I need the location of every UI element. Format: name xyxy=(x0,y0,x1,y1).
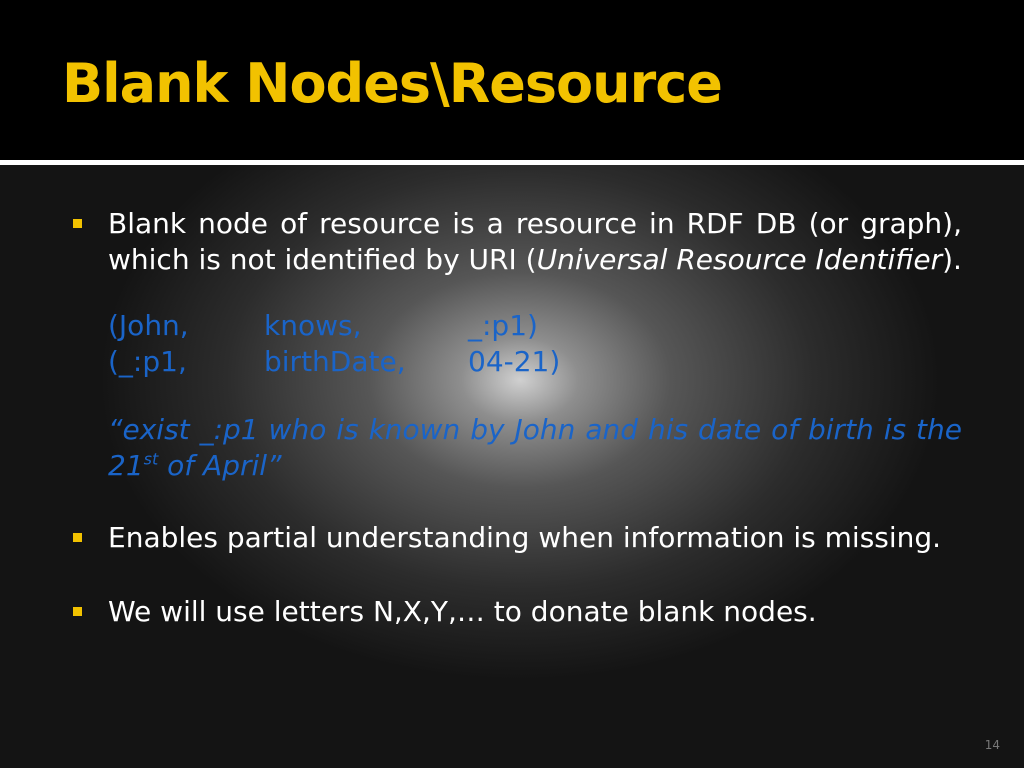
triple-subject: (John, xyxy=(108,309,189,342)
bullet-text: ). xyxy=(942,243,962,276)
triple-predicate: birthDate, xyxy=(264,345,406,378)
bullet-text: Blank node of resource is a resource in … xyxy=(108,207,962,276)
title-divider xyxy=(0,160,1024,165)
example-interpretation: “exist _:p1 who is known by John and his… xyxy=(70,412,962,484)
triple-subject: (_:p1, xyxy=(108,345,187,378)
page-number: 14 xyxy=(984,738,1000,752)
bullet-partial-understanding: Enables partial understanding when infor… xyxy=(70,520,962,556)
quote-superscript: st xyxy=(143,449,159,469)
bullet-letters-notation: We will use letters N,X,Y,… to donate bl… xyxy=(70,594,962,630)
slide-title: Blank Nodes\Resource xyxy=(62,52,723,115)
title-bar: Blank Nodes\Resource xyxy=(0,0,1024,160)
triple-row: (_:p1, birthDate, 04-21) xyxy=(108,344,962,380)
triple-examples: (John, knows, _:p1) (_:p1, birthDate, 04… xyxy=(70,308,962,380)
triple-predicate: knows, xyxy=(264,309,362,342)
triple-row: (John, knows, _:p1) xyxy=(108,308,962,344)
bullet-text-italic: Universal Resource Identifier xyxy=(536,243,943,276)
quote-text: “exist _:p1 who is known by John and his… xyxy=(108,413,962,482)
bullet-blank-node-definition: Blank node of resource is a resource in … xyxy=(70,206,962,278)
triple-object: 04-21) xyxy=(468,345,561,378)
slide-body: Blank node of resource is a resource in … xyxy=(70,206,962,630)
quote-text: of April” xyxy=(158,449,282,482)
triple-object: _:p1) xyxy=(468,309,538,342)
